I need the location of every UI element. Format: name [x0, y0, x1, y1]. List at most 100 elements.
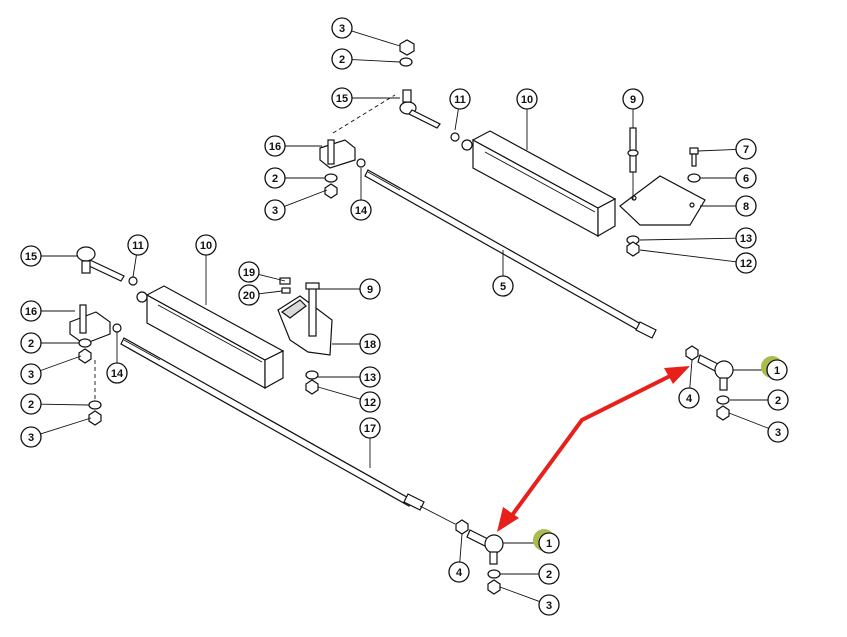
callout-circle [735, 167, 757, 189]
callout-upper-2c: 2 [730, 389, 789, 411]
upper-right-ball-joint [685, 345, 734, 421]
callout-lower-3: 3 [20, 355, 82, 385]
callout-circle [359, 366, 381, 388]
callout-circle [350, 199, 372, 221]
upper-mounting-plate [619, 127, 706, 257]
callout-lower-17: 17 [359, 417, 381, 468]
callout-number: 3 [28, 432, 34, 444]
callout-number: 9 [367, 284, 373, 296]
callout-number: 1 [546, 538, 552, 550]
lower-actuator [128, 276, 285, 390]
callout-leader-line [351, 30, 401, 47]
callout-number: 12 [740, 258, 752, 270]
callout-number: 5 [500, 281, 506, 293]
callout-circle [735, 252, 757, 274]
callout-leader-line [40, 403, 90, 406]
callout-circle [359, 278, 381, 300]
callout-upper-4: 4 [678, 359, 700, 409]
callout-upper-11: 11 [449, 88, 471, 131]
callout-number: 18 [364, 339, 376, 351]
callout-circle [238, 284, 260, 306]
callout-leader-line [499, 586, 540, 602]
callout-upper-1: 1 [733, 356, 788, 381]
callout-circle [20, 393, 42, 415]
callout-upper-8: 8 [700, 195, 757, 217]
callout-upper-9: 9 [622, 88, 644, 128]
callout-number: 14 [111, 368, 124, 380]
lower-tie-rod [120, 337, 456, 525]
callout-circle [359, 333, 381, 355]
callout-circle [516, 88, 538, 110]
callout-circle [359, 391, 381, 413]
callout-number: 9 [630, 94, 636, 106]
callout-circle [359, 417, 381, 439]
callout-number: 2 [775, 395, 781, 407]
callout-upper-12: 12 [639, 249, 757, 274]
callout-number: 19 [243, 267, 255, 279]
callout-circle [331, 87, 353, 109]
callout-number: 3 [775, 427, 781, 439]
callout-upper-14: 14 [350, 168, 372, 221]
callout-circle [735, 138, 757, 160]
lower-rod-end [76, 246, 125, 282]
callout-number: 4 [686, 393, 693, 405]
callout-upper-2b: 2 [264, 167, 325, 189]
callout-number: 16 [269, 141, 281, 153]
upper-assembly [319, 39, 734, 421]
callout-number: 2 [272, 173, 278, 185]
callout-lower-15: 15 [20, 245, 78, 267]
callout-upper-15: 15 [331, 87, 400, 109]
callout-number: 10 [521, 94, 533, 106]
callout-upper-3c: 3 [728, 412, 789, 443]
callout-circle [538, 563, 560, 585]
callout-leader-line [258, 290, 283, 295]
callout-lower-20: 20 [238, 284, 283, 306]
callout-lower-10: 10 [195, 234, 217, 305]
upper-rod-end [399, 89, 441, 129]
callout-circle [195, 234, 217, 256]
callout-leader-line [639, 249, 737, 263]
callout-number: 11 [132, 240, 144, 252]
callout-upper-16: 16 [264, 135, 322, 157]
callout-number: 13 [740, 233, 752, 245]
callout-circle [20, 245, 42, 267]
callout-circle [106, 362, 128, 384]
callout-number: 2 [339, 54, 345, 66]
callout-number: 8 [743, 201, 749, 213]
lower-right-ball-joint [455, 519, 504, 595]
callout-circle [264, 199, 286, 221]
callout-upper-3: 3 [331, 17, 401, 47]
callout-circle [127, 234, 149, 256]
callout-number: 13 [364, 372, 376, 384]
callout-number: 14 [355, 205, 368, 217]
callout-number: 2 [546, 569, 552, 581]
red-double-arrow [497, 366, 690, 532]
callout-circle [448, 561, 470, 583]
callout-lower-12: 12 [317, 386, 381, 413]
callout-leader-line [317, 386, 361, 400]
callout-upper-6: 6 [700, 167, 757, 189]
callout-leader-line [258, 273, 286, 282]
callout-lower-2b: 2 [20, 393, 90, 415]
callout-lower-1: 1 [503, 529, 560, 554]
callout-upper-10: 10 [516, 88, 538, 150]
lower-mount-bracket [277, 277, 333, 395]
callout-lower-16: 16 [20, 300, 75, 322]
callout-circle [20, 363, 42, 385]
callout-lower-14: 14 [106, 332, 128, 384]
upper-bracket [319, 94, 396, 199]
callout-circle [449, 88, 471, 110]
callout-circle [331, 48, 353, 70]
callout-number: 2 [28, 338, 34, 350]
callout-circle [331, 17, 353, 39]
callout-leader-line [459, 533, 463, 563]
callout-leader-line [351, 59, 401, 63]
callout-leader-line [40, 417, 92, 435]
callout-number: 16 [25, 306, 37, 318]
upper-tie-rod [364, 169, 657, 339]
callout-number: 12 [364, 397, 376, 409]
callout-number: 17 [364, 423, 376, 435]
